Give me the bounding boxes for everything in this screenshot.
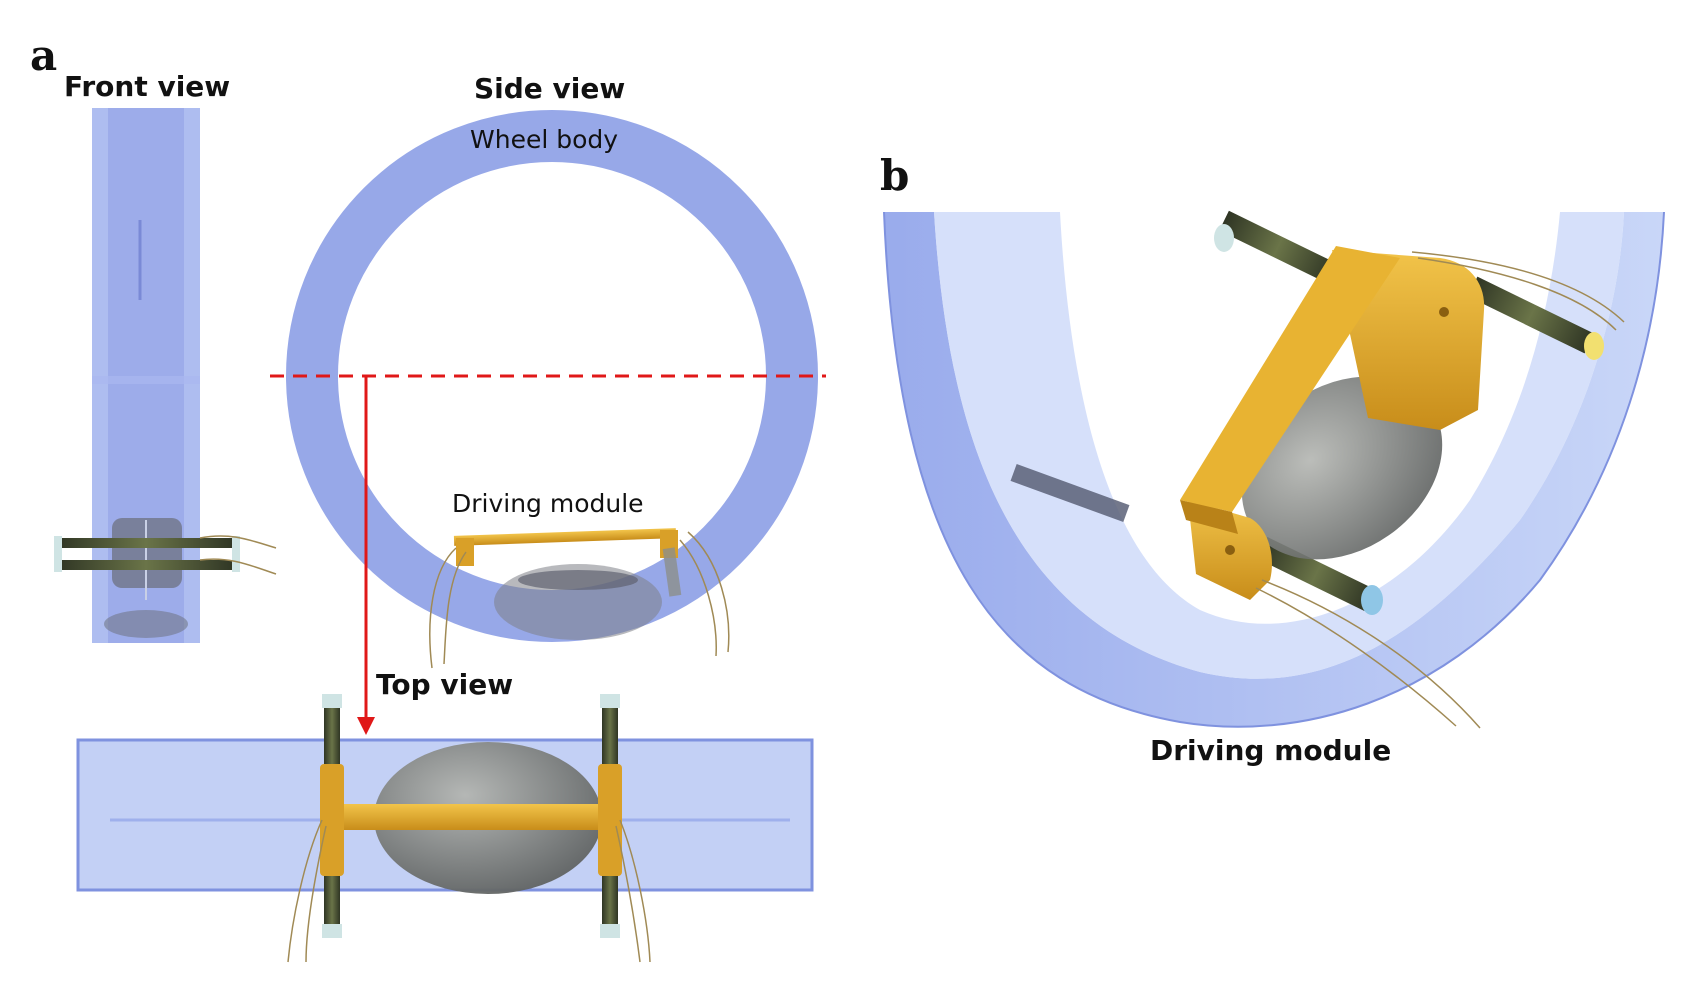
panel-b: b Driving module (880, 151, 1665, 767)
top-view-rod-cap-right-top (600, 694, 620, 708)
panel-b-motor (1241, 376, 1443, 560)
front-view-rod-top (56, 538, 236, 548)
top-view: Top view (76, 668, 814, 963)
front-view-wire (199, 535, 277, 549)
panel-b-wheel-inner-face (934, 212, 1624, 679)
panel-b-frame-bar-side (1180, 500, 1238, 534)
panel-b-rod-cap-top-left (1214, 224, 1234, 252)
panel-b-rod-cap-top-right (1584, 332, 1604, 360)
panel-b-rod-back-left (1010, 464, 1130, 522)
panel-b-rod-bottom (1256, 536, 1376, 612)
panel-b-rod-top-right (1467, 276, 1595, 354)
front-view-rod-bottom (56, 560, 236, 570)
panel-b-rod-cap-bottom (1361, 585, 1383, 615)
side-view-frame-leg-left (456, 538, 474, 566)
side-view-motor-top (518, 570, 638, 590)
side-view-driving-frame (453, 528, 677, 546)
front-view-title: Front view (64, 70, 230, 103)
front-view-wheel-highlight (92, 108, 108, 643)
panel-b-frame-bar (1180, 246, 1400, 512)
panel-b-rod-top-left (1219, 210, 1337, 284)
top-view-wire-left (287, 819, 323, 963)
front-view-wheel-highlight-right (184, 108, 200, 643)
top-view-rod-cap-right-bottom (600, 924, 620, 938)
panel-b-wire-bottom (1261, 579, 1481, 729)
top-view-wire-right (619, 819, 651, 963)
side-view-wire-left-2 (443, 551, 467, 665)
top-view-wire-right-2 (615, 825, 641, 963)
top-view-frame-bar (332, 804, 610, 830)
panel-b-frame-hole (1439, 307, 1449, 317)
side-view-driving-module-label: Driving module (452, 489, 644, 518)
side-view-title: Side view (474, 72, 625, 105)
panel-b-wheel-edge (883, 211, 1665, 728)
panel-a: a Front view Side view Wheel (30, 31, 826, 963)
front-view: Front view (54, 70, 277, 643)
top-view-wire-left-2 (305, 825, 327, 963)
panel-b-wire-top-2 (1417, 257, 1617, 331)
panel-b-letter: b (880, 151, 909, 200)
top-view-wheel-outline (76, 738, 814, 892)
panel-b-wheel-outer-face (884, 212, 1664, 727)
panel-b-driving-module-label: Driving module (1150, 734, 1391, 767)
side-view: Side view Wheel body Driving module (270, 72, 826, 735)
front-view-motor (104, 610, 188, 638)
side-view-wire-left (429, 547, 457, 669)
top-view-frame-plate-left (320, 764, 344, 876)
front-view-rod-cap-left (54, 536, 62, 572)
top-view-rod-cap-left-bottom (322, 924, 342, 938)
top-view-rod-cap-left-top (322, 694, 342, 708)
front-view-wire-2 (199, 558, 277, 575)
panel-b-frame-hole-2 (1225, 545, 1235, 555)
side-view-rod-right (662, 547, 682, 597)
wheel-body-label: Wheel body (470, 125, 618, 154)
side-view-wire-right-2 (687, 531, 730, 653)
panel-a-letter: a (30, 31, 57, 80)
side-view-wire-right (679, 539, 717, 657)
panel-b-wire-top (1411, 251, 1625, 323)
top-view-title: Top view (376, 668, 513, 701)
front-view-rod-cap-right (232, 536, 240, 572)
panel-b-wire-bottom-2 (1255, 587, 1457, 727)
top-view-frame-plate-right (598, 764, 622, 876)
